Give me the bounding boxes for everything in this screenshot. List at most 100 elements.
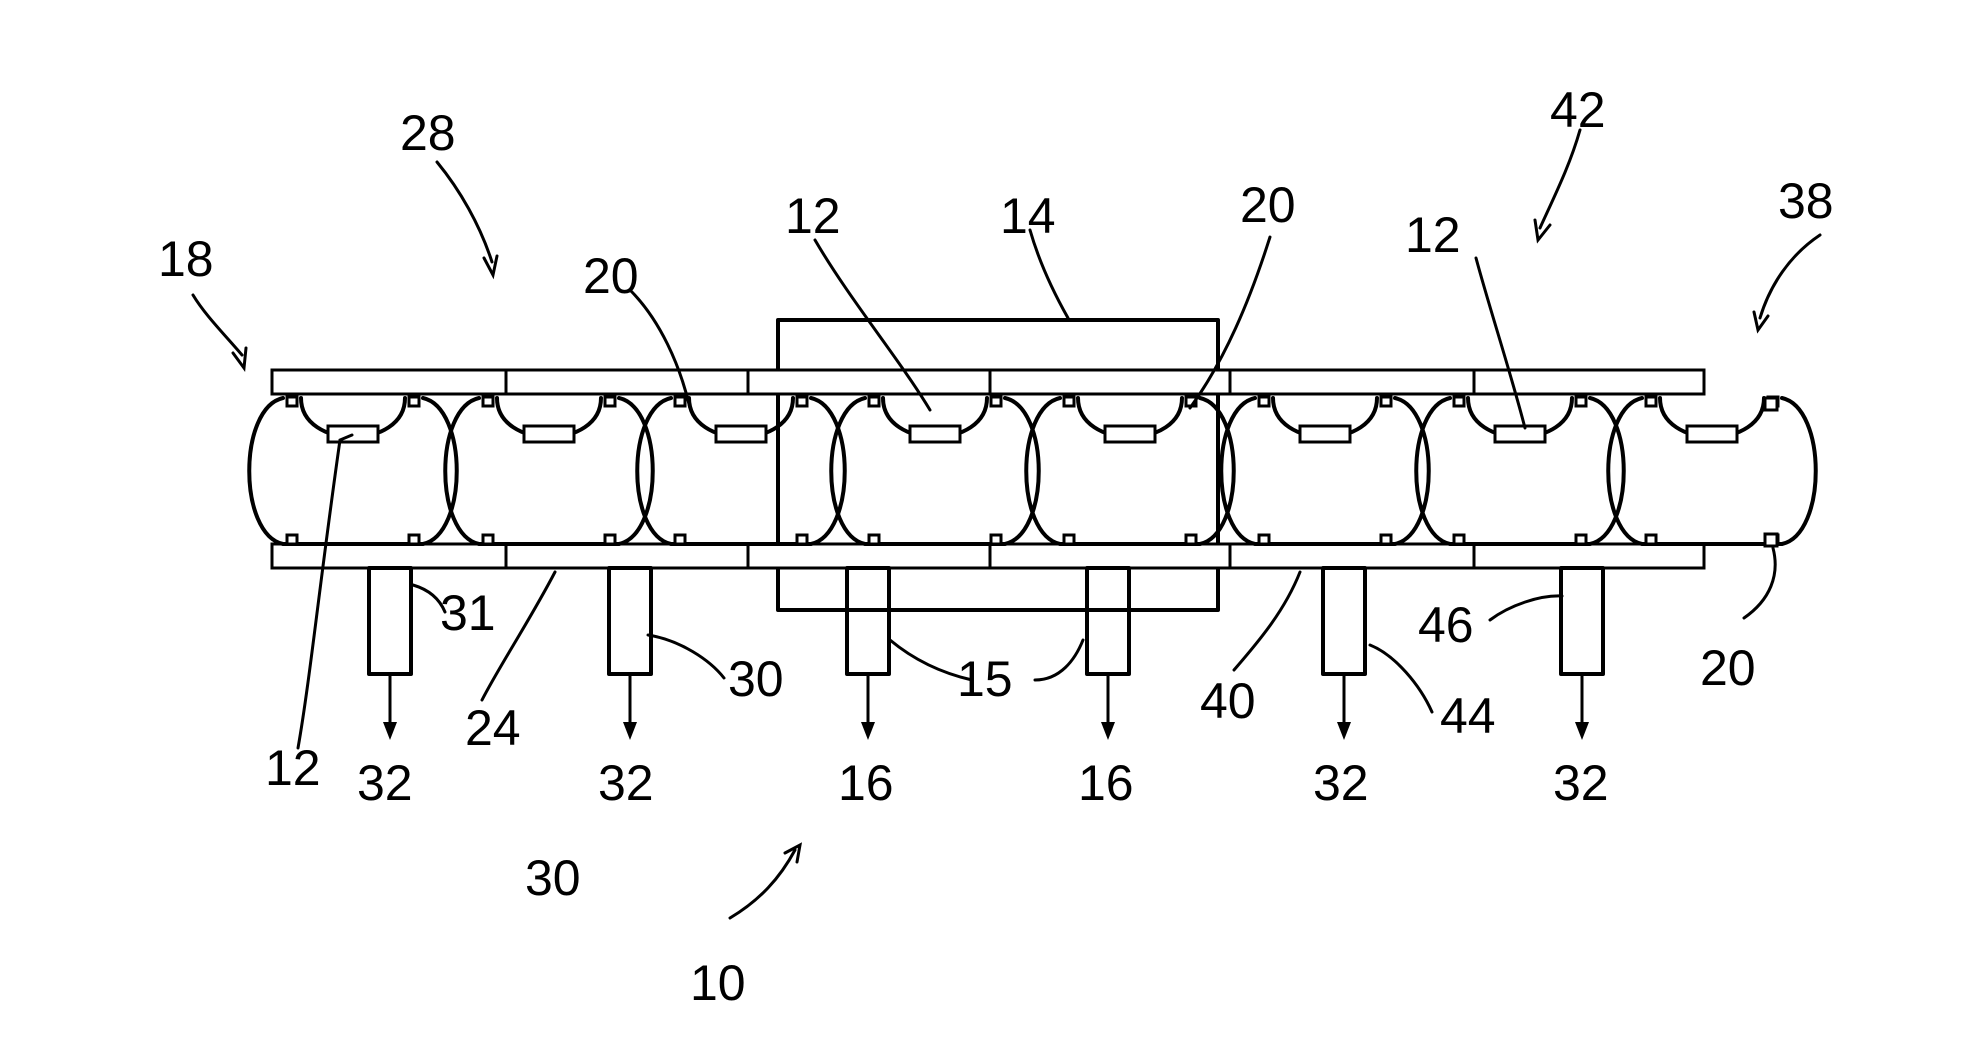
- spacer: [1064, 397, 1074, 406]
- spacer: [1064, 535, 1074, 544]
- spacer: [1576, 535, 1586, 544]
- suction-pipe: [609, 568, 651, 740]
- product-12: [910, 426, 960, 442]
- label-18: 18: [158, 231, 214, 287]
- product-12: [1105, 426, 1155, 442]
- spacer: [1259, 397, 1269, 406]
- label-32-d: 32: [1553, 755, 1609, 811]
- spacer: [869, 397, 879, 406]
- label-42: 42: [1550, 82, 1606, 138]
- container: [831, 397, 1039, 544]
- label-14: 14: [1000, 188, 1056, 244]
- spacer: [287, 397, 297, 406]
- lower-plate: [272, 544, 1704, 568]
- spacer: [1381, 397, 1391, 406]
- container: [1416, 397, 1624, 544]
- suction-pipe: [847, 568, 889, 740]
- label-20-left: 20: [583, 248, 639, 304]
- container-body: [445, 398, 653, 544]
- label-31: 31: [440, 585, 496, 641]
- flow-arrow-head: [861, 722, 875, 740]
- spacer: [1454, 535, 1464, 544]
- spacer: [1454, 397, 1464, 406]
- spacer: [797, 535, 807, 544]
- label-15: 15: [957, 651, 1013, 707]
- label-46: 46: [1418, 597, 1474, 653]
- pipe-body: [609, 568, 651, 674]
- spacer: [287, 535, 297, 544]
- suction-pipe: [1561, 568, 1603, 740]
- spacer: [605, 397, 615, 406]
- label-32-b: 32: [598, 755, 654, 811]
- product-12: [524, 426, 574, 442]
- container-body: [1221, 398, 1429, 544]
- suction-pipe: [369, 568, 411, 740]
- container-body: [1026, 398, 1234, 544]
- container: [1026, 397, 1234, 544]
- product-12: [716, 426, 766, 442]
- spacer: [409, 397, 419, 406]
- label-20-right: 20: [1700, 640, 1756, 696]
- spacer: [675, 397, 685, 406]
- spacer: [991, 535, 1001, 544]
- label-32-c: 32: [1313, 755, 1369, 811]
- pipe-body: [1087, 568, 1129, 674]
- label-10: 10: [690, 955, 746, 1011]
- suction-pipe: [1323, 568, 1365, 740]
- label-24: 24: [465, 700, 521, 756]
- container: [1608, 397, 1816, 544]
- pipe-body: [369, 568, 411, 674]
- pipe-body: [1323, 568, 1365, 674]
- lower-plate-bar: [272, 544, 1704, 568]
- label-38: 38: [1778, 173, 1834, 229]
- containers: [249, 397, 1816, 544]
- spacer: [1381, 535, 1391, 544]
- upper-plate-bar: [272, 370, 1704, 394]
- spacer: [409, 535, 419, 544]
- container: [1221, 397, 1429, 544]
- spacer: [869, 535, 879, 544]
- spacer: [605, 535, 615, 544]
- pipe-body: [847, 568, 889, 674]
- spacer: [1576, 397, 1586, 406]
- container-body: [1416, 398, 1624, 544]
- label-28: 28: [400, 105, 456, 161]
- label-40: 40: [1200, 673, 1256, 729]
- spacer: [1646, 535, 1656, 544]
- container: [249, 397, 457, 544]
- container: [637, 397, 845, 544]
- label-30-left: 30: [525, 850, 581, 906]
- product-12: [1495, 426, 1545, 442]
- spacer: [1646, 397, 1656, 406]
- label-44: 44: [1440, 688, 1496, 744]
- spacer: [675, 535, 685, 544]
- upper-plate: [272, 370, 1704, 394]
- container-tab: [1765, 398, 1777, 410]
- spacer: [1259, 535, 1269, 544]
- spacer: [1186, 535, 1196, 544]
- product-12: [1687, 426, 1737, 442]
- spacer: [483, 535, 493, 544]
- label-12-left: 12: [265, 740, 321, 796]
- label-20-middle: 20: [1240, 177, 1296, 233]
- spacer: [991, 397, 1001, 406]
- spacer: [483, 397, 493, 406]
- pipe-body: [1561, 568, 1603, 674]
- label-12-middle: 12: [785, 188, 841, 244]
- label-16-b: 16: [1078, 755, 1134, 811]
- label-30-right: 30: [728, 651, 784, 707]
- container-body: [831, 398, 1039, 544]
- label-32-a: 32: [357, 755, 413, 811]
- flow-arrow-head: [623, 722, 637, 740]
- spacer: [797, 397, 807, 406]
- flow-arrow-head: [1337, 722, 1351, 740]
- container-tab: [1765, 534, 1777, 546]
- container: [445, 397, 653, 544]
- flow-arrow-head: [1575, 722, 1589, 740]
- container-body: [249, 398, 457, 544]
- suction-pipe: [1087, 568, 1129, 740]
- container-body: [1608, 398, 1816, 544]
- flow-arrow-head: [383, 722, 397, 740]
